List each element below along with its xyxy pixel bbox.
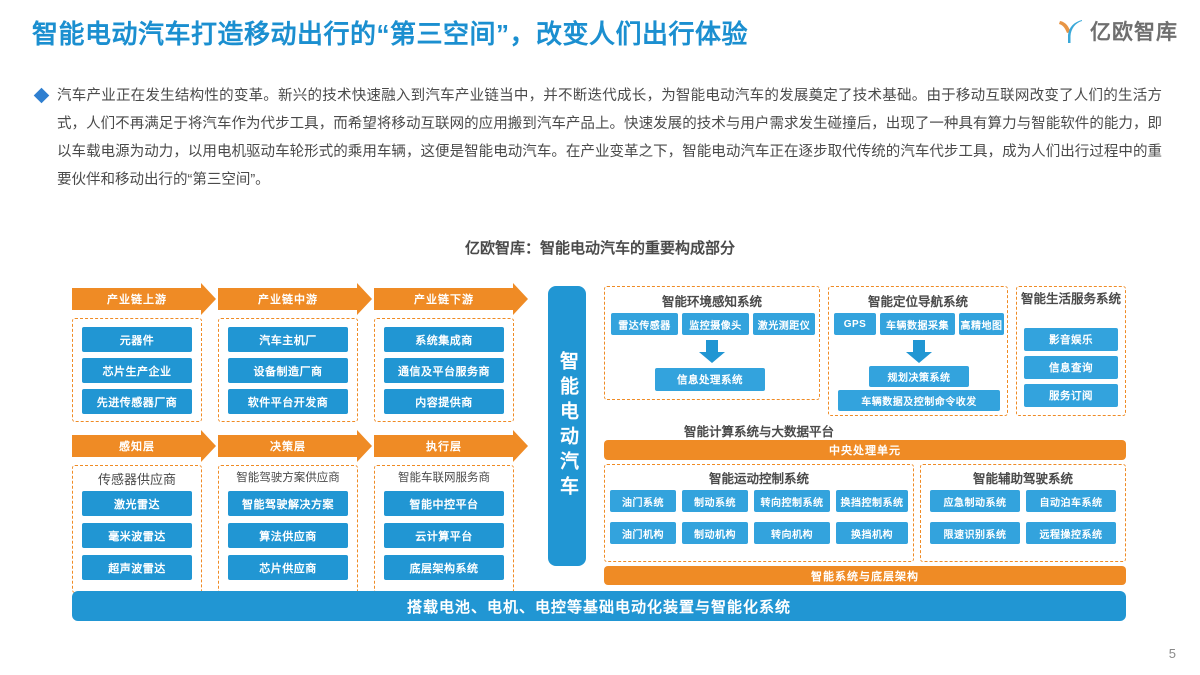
nav-output[interactable]: 规划决策系统 bbox=[869, 366, 969, 387]
adas-title: 智能辅助驾驶系统 bbox=[972, 472, 1073, 486]
nav-down-arrow-icon bbox=[906, 340, 932, 363]
layer-group-perception: 传感器供应商 bbox=[97, 472, 176, 487]
motion-row1-1[interactable]: 制动系统 bbox=[682, 490, 748, 512]
chain-item-upstream-1[interactable]: 芯片生产企业 bbox=[82, 358, 192, 383]
diagram-title: 亿欧智库：智能电动汽车的重要构成部分 bbox=[464, 240, 735, 257]
env-output[interactable]: 信息处理系统 bbox=[655, 368, 765, 391]
adas-item-1[interactable]: 自动泊车系统 bbox=[1026, 490, 1116, 512]
motion-row2-0[interactable]: 油门机构 bbox=[610, 522, 676, 544]
life-item-1[interactable]: 信息查询 bbox=[1024, 356, 1118, 379]
chain-item-midstream-2[interactable]: 软件平台开发商 bbox=[228, 389, 348, 414]
chain-item-midstream-1[interactable]: 设备制造厂商 bbox=[228, 358, 348, 383]
layer-item-execution-1[interactable]: 云计算平台 bbox=[384, 523, 504, 548]
page-number: 5 bbox=[1168, 646, 1176, 661]
chain-item-downstream-0[interactable]: 系统集成商 bbox=[384, 327, 504, 352]
nav-input-0[interactable]: GPS bbox=[834, 313, 876, 335]
intro-paragraph-block: 汽车产业正在发生结构性的变革。新兴的技术快速融入到汽车产业链当中，并不断迭代成长… bbox=[33, 82, 1166, 194]
foundation-bar: 搭载电池、电机、电控等基础电动化装置与智能化系统 bbox=[72, 591, 1126, 621]
intro-paragraph-text: 汽车产业正在发生结构性的变革。新兴的技术快速融入到汽车产业链当中，并不断迭代成长… bbox=[57, 88, 1162, 188]
architecture-bar: 智能系统与底层架构 bbox=[604, 566, 1126, 585]
panel-motion-control bbox=[604, 464, 914, 562]
env-input-0[interactable]: 雷达传感器 bbox=[611, 313, 678, 335]
center-bar-label: 智能电动汽车 bbox=[557, 351, 578, 501]
life-item-0[interactable]: 影音娱乐 bbox=[1024, 328, 1118, 351]
env-perception-title: 智能环境感知系统 bbox=[661, 295, 762, 309]
adas-item-0[interactable]: 应急制动系统 bbox=[930, 490, 1020, 512]
layer-item-perception-0[interactable]: 激光雷达 bbox=[82, 491, 192, 516]
layer-header-decision: 决策层 bbox=[218, 430, 372, 462]
center-vertical-bar: 智能电动汽车 bbox=[548, 286, 586, 566]
layer-item-perception-2[interactable]: 超声波雷达 bbox=[82, 555, 192, 580]
chain-header-midstream: 产业链中游 bbox=[218, 283, 372, 315]
diagram-canvas: 产业链上游 产业链中游 产业链下游 元器件 芯片生产企业 先进传感器厂商 汽车主… bbox=[0, 278, 1200, 628]
brand-logo-text: 亿欧智库 bbox=[1090, 21, 1178, 44]
cpu-bar: 中央处理单元 bbox=[604, 440, 1126, 460]
layer-item-execution-2[interactable]: 底层架构系统 bbox=[384, 555, 504, 580]
yi-ou-y-logo-icon bbox=[1059, 20, 1082, 43]
env-down-arrow-icon bbox=[699, 340, 725, 363]
motion-row1-3[interactable]: 换挡控制系统 bbox=[836, 490, 908, 512]
layer-item-decision-0[interactable]: 智能驾驶解决方案 bbox=[228, 491, 348, 516]
motion-row2-1[interactable]: 制动机构 bbox=[682, 522, 748, 544]
chain-item-upstream-0[interactable]: 元器件 bbox=[82, 327, 192, 352]
page-title: 智能电动汽车打造移动出行的“第三空间”，改变人们出行体验 bbox=[32, 19, 749, 49]
panel-adas bbox=[920, 464, 1126, 562]
diamond-bullet-icon bbox=[33, 87, 50, 104]
slide-header: 智能电动汽车打造移动出行的“第三空间”，改变人们出行体验 亿欧智库 bbox=[0, 0, 1200, 62]
nav-input-1[interactable]: 车辆数据采集 bbox=[880, 313, 955, 335]
layer-group-execution: 智能车联网服务商 bbox=[398, 472, 490, 484]
layer-header-execution: 执行层 bbox=[374, 430, 528, 462]
life-item-2[interactable]: 服务订阅 bbox=[1024, 384, 1118, 407]
env-input-2[interactable]: 激光测距仪 bbox=[753, 313, 815, 335]
adas-item-3[interactable]: 远程操控系统 bbox=[1026, 522, 1116, 544]
compute-platform-label: 智能计算系统与大数据平台 bbox=[683, 425, 834, 439]
nav-input-2[interactable]: 高精地图 bbox=[959, 313, 1004, 335]
chain-item-downstream-2[interactable]: 内容提供商 bbox=[384, 389, 504, 414]
motion-row1-0[interactable]: 油门系统 bbox=[610, 490, 676, 512]
layer-item-execution-0[interactable]: 智能中控平台 bbox=[384, 491, 504, 516]
motion-row2-2[interactable]: 转向机构 bbox=[754, 522, 830, 544]
chain-item-downstream-1[interactable]: 通信及平台服务商 bbox=[384, 358, 504, 383]
nav-output-secondary[interactable]: 车辆数据及控制命令收发 bbox=[838, 390, 1000, 411]
chain-item-upstream-2[interactable]: 先进传感器厂商 bbox=[82, 389, 192, 414]
chain-header-downstream: 产业链下游 bbox=[374, 283, 528, 315]
motion-row2-3[interactable]: 换挡机构 bbox=[836, 522, 908, 544]
adas-item-2[interactable]: 限速识别系统 bbox=[930, 522, 1020, 544]
layer-item-decision-1[interactable]: 算法供应商 bbox=[228, 523, 348, 548]
env-input-1[interactable]: 监控摄像头 bbox=[682, 313, 749, 335]
brand-logo: 亿欧智库 bbox=[1056, 16, 1178, 46]
layer-item-decision-2[interactable]: 芯片供应商 bbox=[228, 555, 348, 580]
life-service-title: 智能生活服务系统 bbox=[1020, 292, 1121, 306]
layer-item-perception-1[interactable]: 毫米波雷达 bbox=[82, 523, 192, 548]
layer-header-perception: 感知层 bbox=[72, 430, 216, 462]
navigation-title: 智能定位导航系统 bbox=[867, 295, 968, 309]
motion-control-title: 智能运动控制系统 bbox=[708, 472, 809, 486]
chain-item-midstream-0[interactable]: 汽车主机厂 bbox=[228, 327, 348, 352]
layer-group-decision: 智能驾驶方案供应商 bbox=[236, 472, 340, 484]
chain-header-upstream: 产业链上游 bbox=[72, 283, 216, 315]
motion-row1-2[interactable]: 转向控制系统 bbox=[754, 490, 830, 512]
